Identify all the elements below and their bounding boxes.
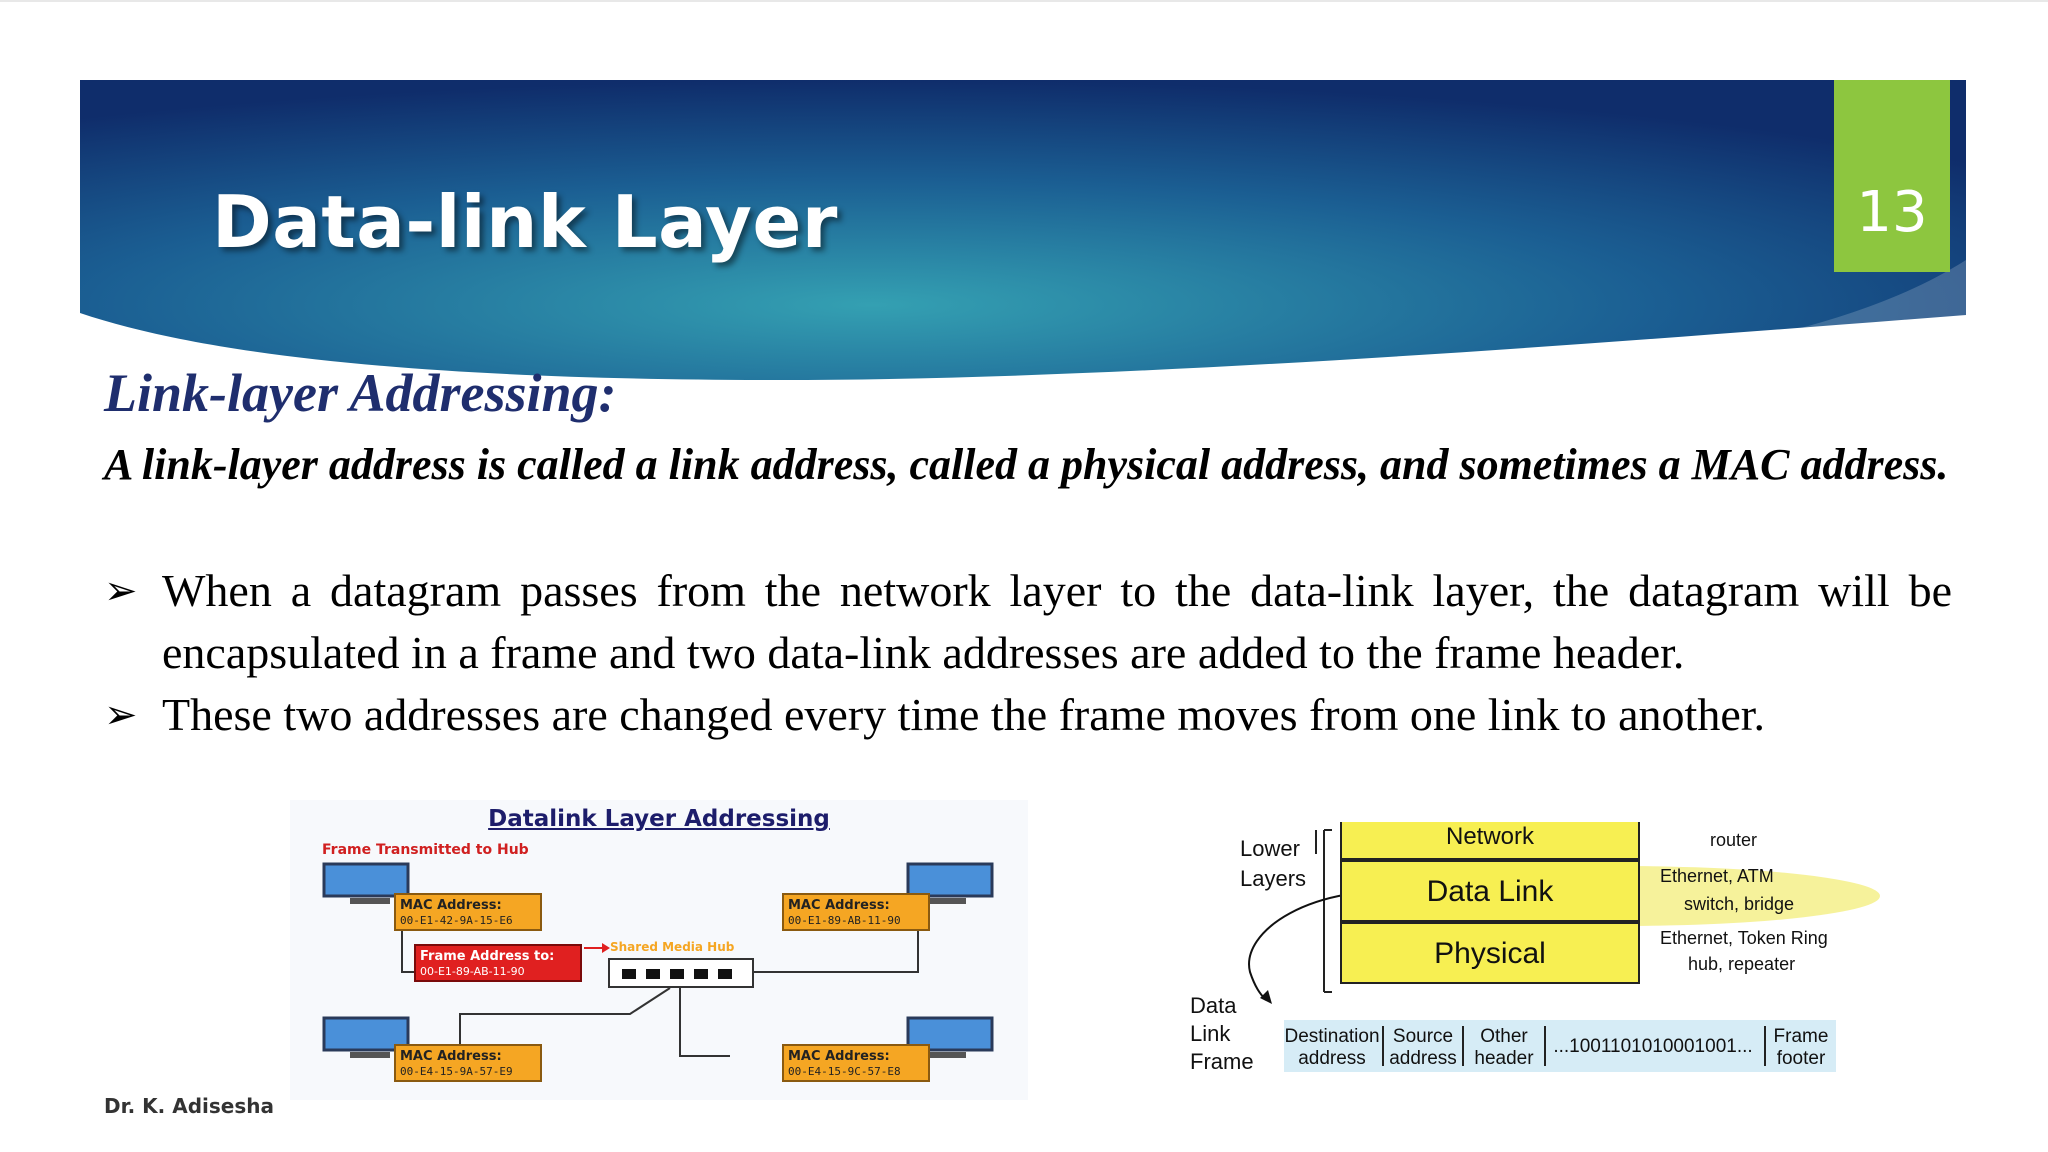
network-lines	[322, 862, 994, 1058]
mac-address-box: MAC Address: 00-E1-42-9A-15-E6	[394, 893, 542, 931]
frame-field: Destination address	[1284, 1026, 1380, 1069]
side-note: switch, bridge	[1684, 894, 1795, 914]
hub-label: Shared Media Hub	[610, 940, 735, 954]
addressing-figure: Datalink Layer Addressing Frame Transmit…	[290, 800, 1028, 1100]
side-note: Ethernet, ATM	[1660, 866, 1774, 886]
frame-label: Data Link Frame	[1190, 993, 1254, 1074]
slide-number-box: 13	[1834, 80, 1950, 272]
frame-field: Source address	[1389, 1026, 1457, 1069]
mac-address-box: MAC Address: 00-E4-15-9C-57-E8	[782, 1044, 930, 1082]
arrow-bullet-icon: ➢	[104, 568, 138, 614]
bullet-item: ➢ When a datagram passes from the networ…	[104, 560, 1952, 684]
mac-address-box: MAC Address: 00-E1-89-AB-11-90	[782, 893, 930, 931]
layer-datalink: Data Link	[1340, 860, 1640, 922]
arrow-bullet-icon: ➢	[104, 692, 138, 738]
frame-field: ...1001101010001001...	[1553, 1036, 1753, 1057]
figure-subtitle: Frame Transmitted to Hub	[322, 842, 529, 858]
mac-address-box: MAC Address: 00-E4-15-9A-57-E9	[394, 1044, 542, 1082]
author-footer: Dr. K. Adisesha	[104, 1094, 274, 1118]
frame-field: Other header	[1474, 1026, 1534, 1069]
computer-icon	[906, 862, 994, 904]
section-subheading: Link-layer Addressing:	[104, 363, 617, 423]
bullet-list: ➢ When a datagram passes from the networ…	[104, 560, 1952, 746]
layer-network: Network	[1340, 822, 1640, 860]
layer-frame-figure: Network Data Link Physical Lower Layers …	[1180, 822, 1900, 1082]
slide-number: 13	[1856, 180, 1928, 245]
slide-title: Data-link Layer	[212, 180, 838, 264]
side-note: Ethernet, Token Ring	[1660, 928, 1828, 948]
definition-text: A link-layer address is called a link ad…	[104, 440, 1949, 489]
bullet-item: ➢ These two addresses are changed every …	[104, 684, 1952, 746]
side-note: router	[1710, 830, 1758, 850]
top-border	[0, 0, 2048, 2]
bullet-text: These two addresses are changed every ti…	[162, 689, 1766, 740]
frame-address-box: Frame Address to: 00-E1-89-AB-11-90	[414, 944, 582, 982]
banner-shape	[80, 80, 1966, 380]
bullet-text: When a datagram passes from the network …	[162, 565, 1952, 678]
figure-title: Datalink Layer Addressing	[488, 806, 830, 832]
frame-field: Frame footer	[1773, 1026, 1829, 1069]
lower-layers-label: Lower Layers	[1240, 836, 1307, 891]
computer-icon	[322, 862, 410, 904]
hub-icon	[608, 958, 754, 988]
side-note: hub, repeater	[1688, 954, 1796, 974]
frame-fields: Destination address Source address Other…	[1284, 1020, 1836, 1072]
header-banner: 13	[80, 80, 1966, 380]
layer-physical: Physical	[1340, 922, 1640, 984]
